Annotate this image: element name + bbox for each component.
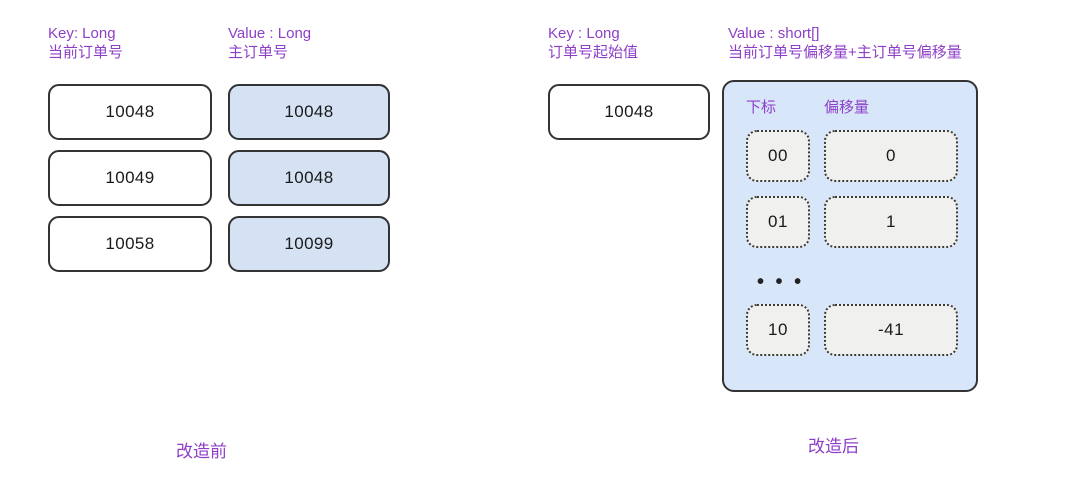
- after-table-index-cell-2: 01: [746, 196, 810, 248]
- before-value-box-3: 10099: [228, 216, 390, 272]
- after-value-header: Value : short[] 当前订单号偏移量+主订单号偏移量: [728, 24, 962, 62]
- after-table-offset-cell-last: -41: [824, 304, 958, 356]
- after-table-ellipsis: • • •: [757, 271, 805, 293]
- before-value-box-2: 10048: [228, 150, 390, 206]
- after-value-panel: 下标 偏移量 00 0 01 1 • • • 10 -41: [722, 80, 978, 392]
- after-table-col-header-index: 下标: [746, 99, 777, 116]
- before-key-header-desc: 当前订单号: [48, 44, 124, 61]
- after-table-col-header-offset: 偏移量: [824, 99, 870, 116]
- after-key-header: Key : Long 订单号起始值: [548, 24, 638, 62]
- before-key-header: Key: Long 当前订单号: [48, 24, 123, 62]
- before-key-box-1: 10048: [48, 84, 212, 140]
- before-key-box-3: 10058: [48, 216, 212, 272]
- before-key-header-type: Key: Long: [48, 25, 116, 42]
- after-caption: 改造后: [808, 437, 859, 456]
- after-value-header-desc: 当前订单号偏移量+主订单号偏移量: [728, 44, 962, 61]
- after-table-index-cell-last: 10: [746, 304, 810, 356]
- before-value-header-desc: 主订单号: [228, 44, 289, 61]
- before-value-header: Value : Long 主订单号: [228, 24, 311, 62]
- before-caption: 改造前: [176, 442, 227, 461]
- after-table-offset-cell-2: 1: [824, 196, 958, 248]
- after-table-offset-cell-1: 0: [824, 130, 958, 182]
- before-key-box-2: 10049: [48, 150, 212, 206]
- after-value-header-type: Value : short[]: [728, 25, 820, 42]
- before-value-box-1: 10048: [228, 84, 390, 140]
- after-key-header-type: Key : Long: [548, 25, 620, 42]
- before-value-header-type: Value : Long: [228, 25, 312, 42]
- after-table-index-cell-1: 00: [746, 130, 810, 182]
- after-key-box: 10048: [548, 84, 710, 140]
- after-key-header-desc: 订单号起始值: [548, 44, 639, 61]
